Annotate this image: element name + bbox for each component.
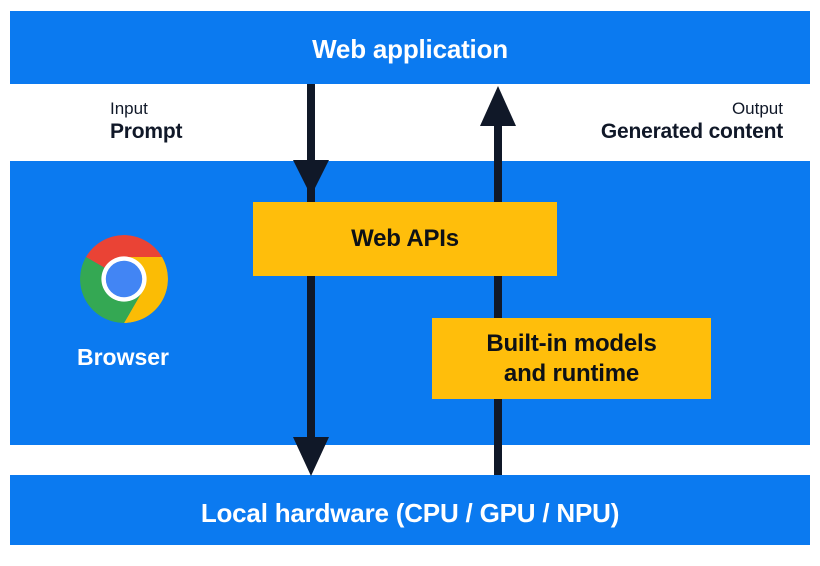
output-flow-kind: Output (731, 99, 783, 118)
layer-band-local-hardware (10, 475, 810, 545)
chrome-logo-icon (80, 235, 168, 323)
box-web-apis: Web APIs (253, 202, 557, 276)
box-builtin-models-line2: and runtime (503, 359, 640, 387)
output-flow-caption: Output Generated content (601, 98, 783, 146)
box-builtin-models-label: Built-in models and runtime (486, 329, 657, 388)
input-flow-value: Prompt (110, 120, 183, 144)
browser-label: Browser (76, 344, 170, 370)
web-application-label: Web application (312, 34, 508, 64)
input-flow-caption: Input Prompt (110, 98, 183, 146)
box-builtin-models: Built-in models and runtime (432, 318, 711, 399)
output-flow-value: Generated content (600, 120, 783, 144)
input-flow-kind: Input (110, 99, 148, 118)
layer-band-web-application (10, 11, 810, 84)
local-hardware-label: Local hardware (CPU / GPU / NPU) (200, 498, 620, 528)
box-web-apis-label: Web APIs (351, 225, 459, 252)
box-builtin-models-line1: Built-in models (486, 330, 657, 358)
